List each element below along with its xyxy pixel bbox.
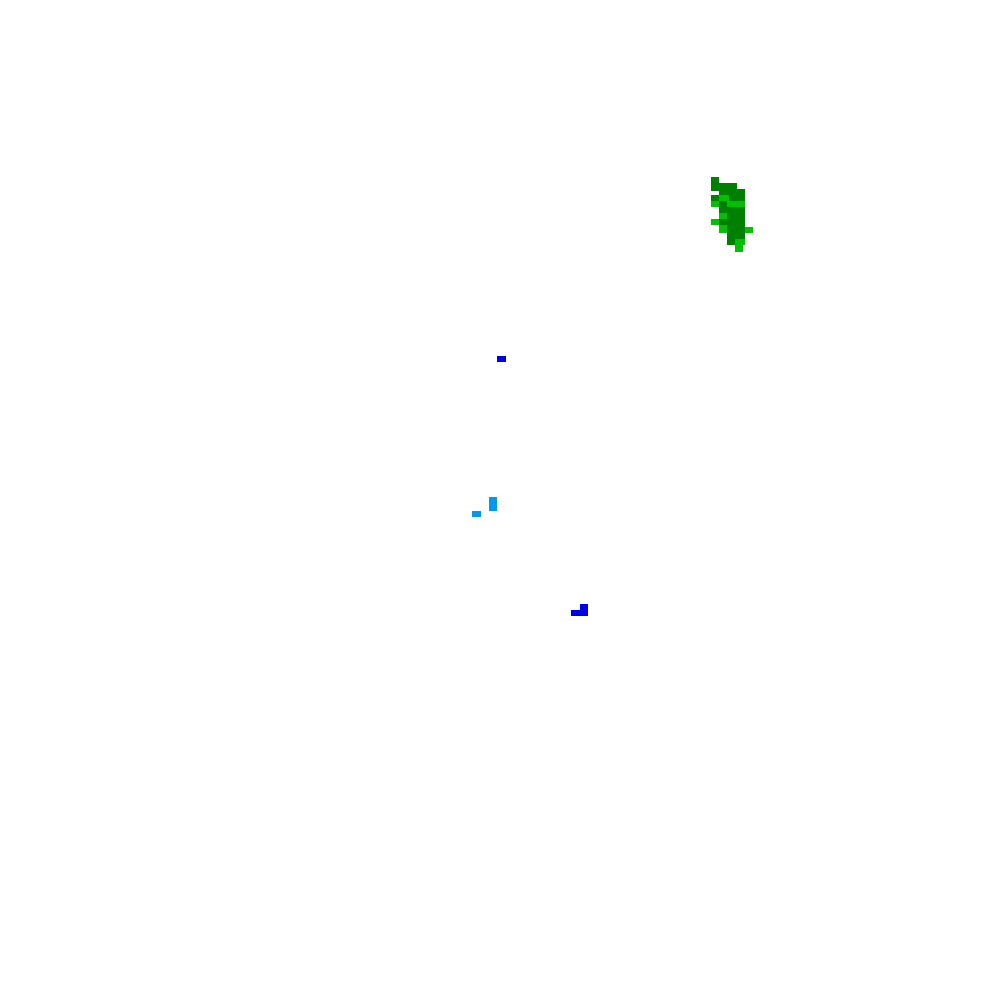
water-cell [571, 610, 580, 616]
vegetation-cell [719, 213, 727, 219]
water-cell [489, 497, 497, 511]
vegetation-cell [727, 201, 745, 209]
vegetation-cell [727, 213, 745, 221]
water-marker-center [472, 497, 497, 517]
vegetation-cell [711, 219, 719, 225]
vegetation-cell [727, 239, 735, 245]
water-marker-south [571, 604, 588, 616]
vegetation-cell [719, 201, 727, 207]
vegetation-cell [719, 207, 745, 213]
water-marker-north [497, 356, 506, 362]
vegetation-cell [711, 177, 719, 183]
water-cell [472, 511, 481, 517]
vegetation-cell [719, 225, 727, 233]
vegetation-cell [719, 219, 745, 225]
vegetation-cell [735, 239, 745, 245]
vegetation-cell [711, 201, 719, 207]
water-cell [497, 356, 506, 362]
vegetation-cell [719, 189, 745, 195]
vegetation-cluster [711, 177, 753, 252]
vegetation-cell [729, 195, 745, 201]
vegetation-cell [745, 227, 753, 233]
vegetation-cell [727, 233, 745, 239]
vegetation-cell [719, 195, 729, 201]
vegetation-cell [727, 225, 745, 233]
vegetation-cell [711, 183, 737, 191]
water-cell [580, 604, 588, 616]
vegetation-cell [711, 195, 719, 201]
vegetation-cell [735, 245, 743, 252]
